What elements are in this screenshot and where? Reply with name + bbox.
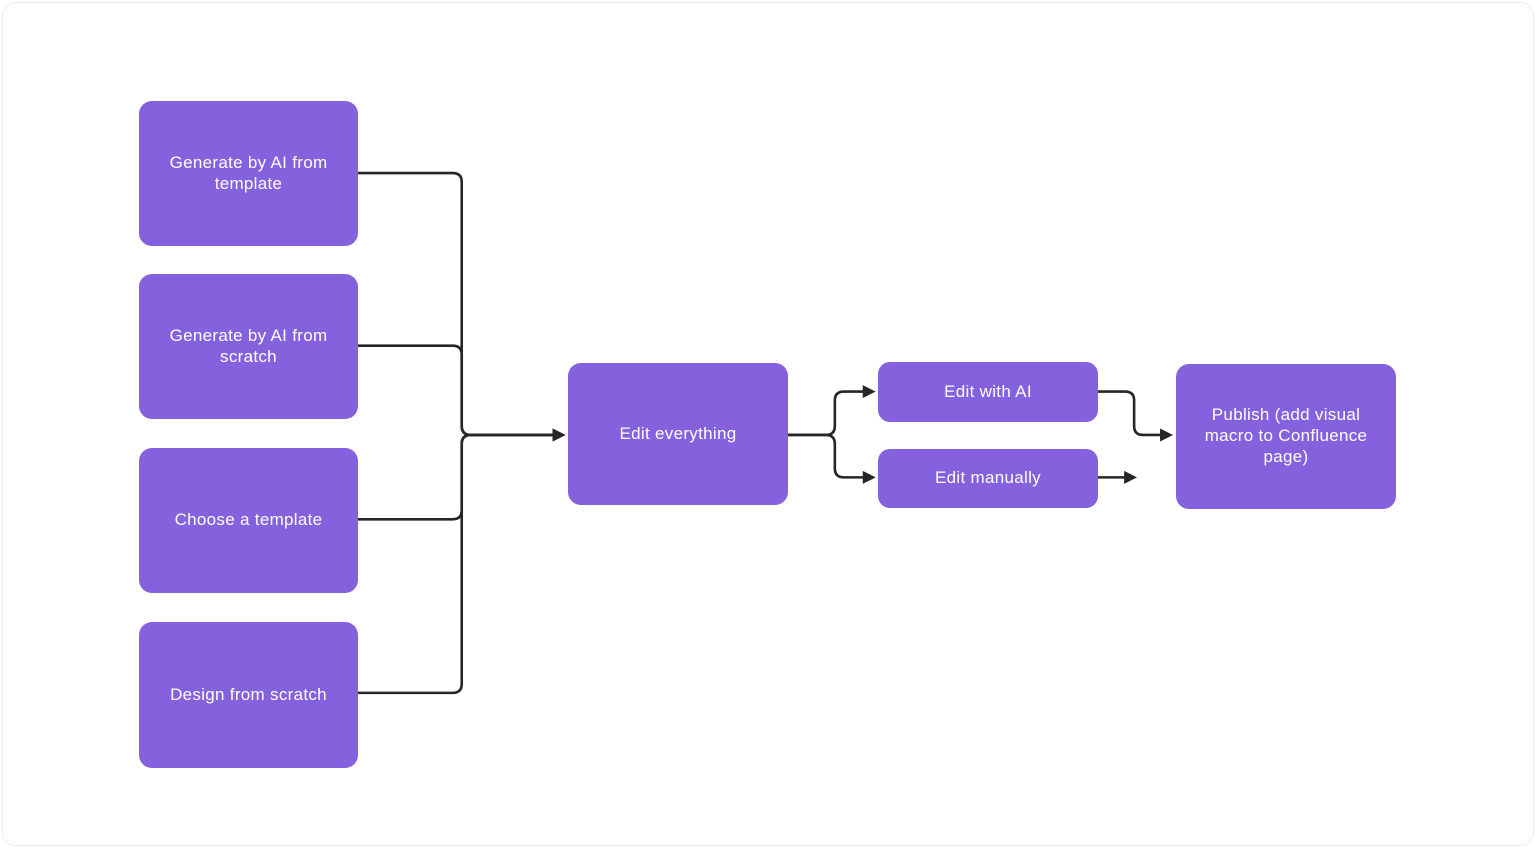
node-label: Generate by AI from template xyxy=(169,152,328,193)
node-generate-ai-template[interactable]: Generate by AI from template xyxy=(139,101,358,246)
connector-generate-ai-scratch-to-edit-everything[interactable] xyxy=(356,344,566,442)
connector-edit-everything-to-edit-manually[interactable] xyxy=(785,433,876,484)
connector-layer xyxy=(356,171,1173,695)
connector-design-scratch-to-edit-everything[interactable] xyxy=(356,428,566,695)
node-publish[interactable]: Publish (add visual macro to Confluence … xyxy=(1176,364,1396,509)
node-edit-with-ai[interactable]: Edit with AI xyxy=(878,362,1098,422)
node-edit-manually[interactable]: Edit manually xyxy=(878,449,1098,508)
node-label: Edit with AI xyxy=(944,381,1032,401)
connector-generate-ai-template-to-edit-everything[interactable] xyxy=(356,171,566,442)
node-design-scratch[interactable]: Design from scratch xyxy=(139,622,358,768)
node-label: Design from scratch xyxy=(170,684,327,704)
node-label: Edit everything xyxy=(619,423,737,443)
node-label: Generate by AI from scratch xyxy=(169,325,328,366)
connector-edit-everything-to-edit-with-ai[interactable] xyxy=(785,385,876,437)
node-generate-ai-scratch[interactable]: Generate by AI from scratch xyxy=(139,274,358,419)
node-choose-template[interactable]: Choose a template xyxy=(139,448,358,593)
node-label: Choose a template xyxy=(174,510,323,530)
node-label: Publish (add visual macro to Confluence … xyxy=(1204,405,1368,466)
connector-edit-with-ai-to-publish[interactable] xyxy=(1094,390,1173,442)
node-label: Edit manually xyxy=(935,468,1041,488)
node-edit-everything[interactable]: Edit everything xyxy=(568,363,788,505)
connector-choose-template-to-edit-everything[interactable] xyxy=(356,428,566,521)
